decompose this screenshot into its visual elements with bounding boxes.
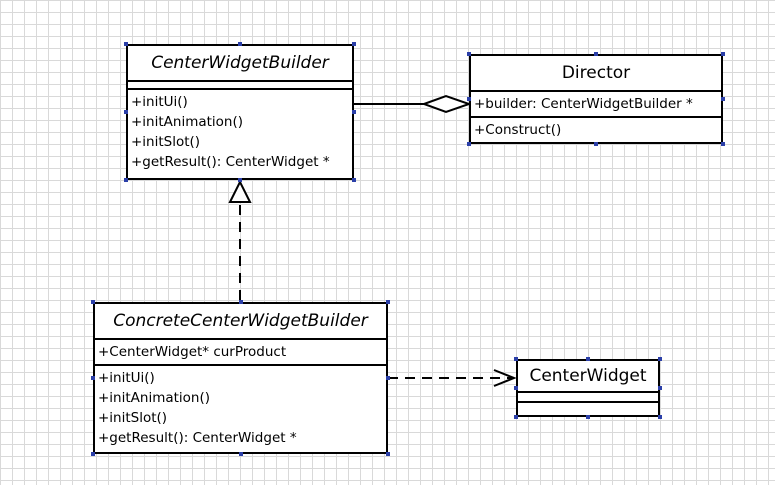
- selection-handle[interactable]: [124, 110, 128, 114]
- selection-handle[interactable]: [238, 452, 243, 456]
- selection-handle[interactable]: [721, 97, 725, 101]
- selection-handle[interactable]: [658, 415, 662, 419]
- operations-section: +Construct(): [471, 118, 721, 142]
- selection-handle[interactable]: [514, 386, 518, 390]
- class-name: CenterWidget: [518, 361, 658, 393]
- operation: +Construct(): [474, 122, 562, 138]
- operation: +initSlot(): [131, 134, 201, 150]
- attribute: +CenterWidget* curProduct: [98, 344, 287, 360]
- selection-handle[interactable]: [594, 52, 598, 56]
- class-name: Director: [471, 56, 721, 92]
- attribute: +builder: CenterWidgetBuilder *: [474, 96, 693, 112]
- operation: +getResult(): CenterWidget *: [131, 154, 330, 170]
- selection-handle[interactable]: [514, 357, 518, 361]
- selection-handle[interactable]: [467, 97, 471, 101]
- selection-handle[interactable]: [594, 142, 598, 146]
- operation: +initAnimation(): [131, 114, 244, 130]
- selection-handle[interactable]: [91, 376, 95, 380]
- selection-handle[interactable]: [658, 357, 662, 361]
- class-center-widget[interactable]: CenterWidget: [516, 359, 660, 417]
- class-name: CenterWidgetBuilder: [128, 46, 352, 82]
- selection-handle[interactable]: [721, 52, 725, 56]
- selection-handle[interactable]: [586, 415, 590, 419]
- class-name: ConcreteCenterWidgetBuilder: [95, 304, 386, 340]
- attributes-section: [128, 82, 352, 90]
- class-center-widget-builder[interactable]: CenterWidgetBuilder +initUi() +initAnima…: [126, 44, 354, 180]
- selection-handle[interactable]: [238, 178, 242, 182]
- dependency-edge[interactable]: [388, 369, 517, 387]
- aggregation-diamond: [421, 94, 473, 114]
- selection-handle[interactable]: [386, 300, 390, 304]
- class-concrete-center-widget-builder[interactable]: ConcreteCenterWidgetBuilder +CenterWidge…: [93, 302, 388, 454]
- selection-handle[interactable]: [352, 42, 356, 46]
- realization-edge[interactable]: [228, 179, 252, 300]
- selection-handle[interactable]: [467, 52, 471, 56]
- selection-handle[interactable]: [721, 142, 725, 146]
- selection-handle[interactable]: [238, 300, 243, 304]
- selection-handle[interactable]: [514, 415, 518, 419]
- selection-handle[interactable]: [467, 142, 471, 146]
- aggregation-edge[interactable]: [353, 94, 473, 114]
- selection-handle[interactable]: [91, 452, 95, 456]
- selection-handle[interactable]: [91, 300, 95, 304]
- selection-handle[interactable]: [124, 42, 128, 46]
- selection-handle[interactable]: [386, 452, 390, 456]
- attributes-section: +builder: CenterWidgetBuilder *: [471, 92, 721, 118]
- selection-handle[interactable]: [124, 178, 128, 182]
- selection-handle[interactable]: [352, 178, 356, 182]
- realization-arrowhead: [228, 179, 252, 203]
- operations-section: [518, 403, 658, 411]
- operation: +getResult(): CenterWidget *: [98, 430, 297, 446]
- dependency-arrowhead: [493, 369, 517, 387]
- operations-section: +initUi() +initAnimation() +initSlot() +…: [128, 90, 352, 174]
- class-director[interactable]: Director +builder: CenterWidgetBuilder *…: [469, 54, 723, 144]
- selection-handle[interactable]: [586, 357, 590, 361]
- attributes-section: [518, 393, 658, 403]
- operation: +initAnimation(): [98, 390, 211, 406]
- operations-section: +initUi() +initAnimation() +initSlot() +…: [95, 366, 386, 450]
- selection-handle[interactable]: [658, 386, 662, 390]
- selection-handle[interactable]: [386, 376, 390, 380]
- selection-handle[interactable]: [238, 42, 242, 46]
- operation: +initUi(): [131, 94, 188, 110]
- attributes-section: +CenterWidget* curProduct: [95, 340, 386, 366]
- selection-handle[interactable]: [352, 110, 356, 114]
- operation: +initUi(): [98, 370, 155, 386]
- operation: +initSlot(): [98, 410, 168, 426]
